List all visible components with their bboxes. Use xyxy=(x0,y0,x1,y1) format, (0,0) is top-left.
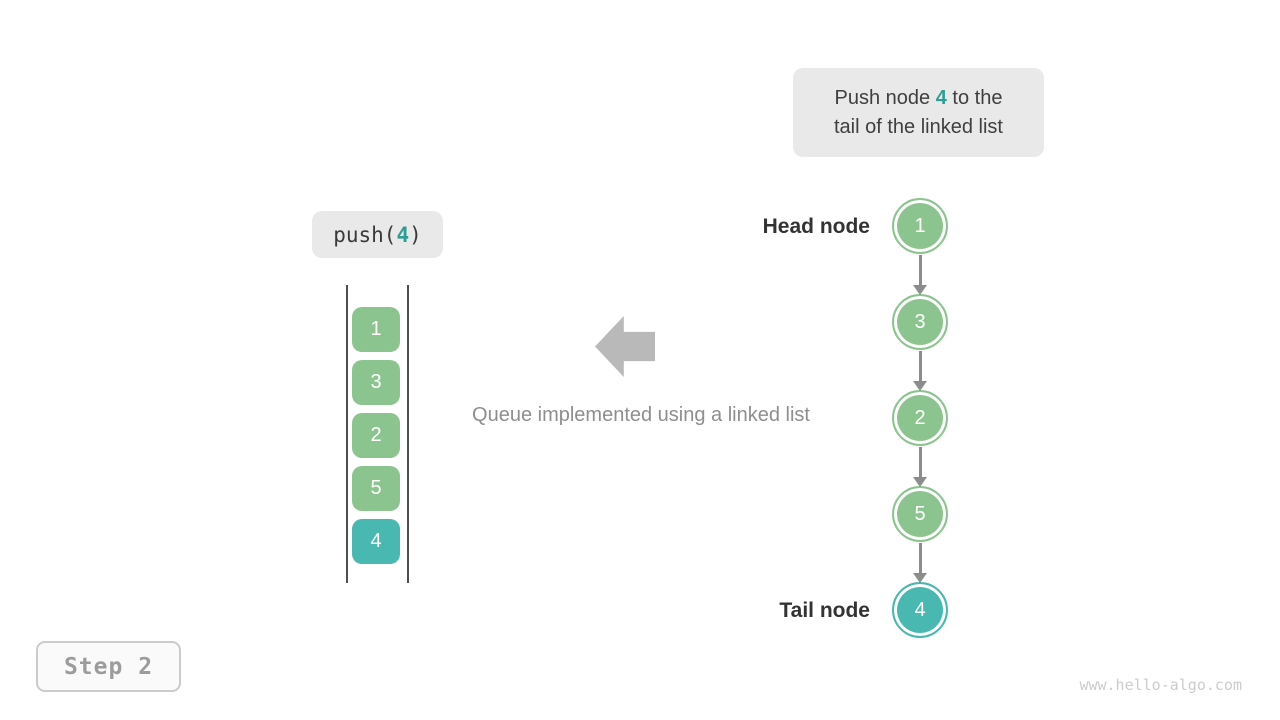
diagram-caption: Queue implemented using a linked list xyxy=(472,404,810,426)
linked-list-node: 1 xyxy=(892,198,948,254)
linked-list-node: 5 xyxy=(892,486,948,542)
linked-list-node: 2 xyxy=(892,390,948,446)
queue-wall-left xyxy=(346,285,348,583)
queue-wall-right xyxy=(407,285,409,583)
down-arrow-icon xyxy=(913,543,927,583)
head-node-label: Head node xyxy=(762,215,870,238)
site-watermark: www.hello-algo.com xyxy=(1079,676,1242,694)
linked-list-node: 4 xyxy=(892,582,948,638)
step-badge: Step 2 xyxy=(36,641,181,692)
stack-item: 5 xyxy=(352,466,400,511)
down-arrow-icon xyxy=(913,351,927,391)
push-annotation-line1: Push node 4 to the xyxy=(835,84,1003,113)
push-call-box: push(4) xyxy=(312,211,443,258)
push-call-suffix: ) xyxy=(409,222,422,247)
down-arrow-icon xyxy=(913,255,927,295)
push-annotation: Push node 4 to the tail of the linked li… xyxy=(793,68,1044,157)
tail-node-label: Tail node xyxy=(779,599,870,622)
stack-item: 1 xyxy=(352,307,400,352)
linked-list-node: 3 xyxy=(892,294,948,350)
stack-item: 3 xyxy=(352,360,400,405)
note-highlight-value: 4 xyxy=(935,86,947,109)
stack-item: 4 xyxy=(352,519,400,564)
left-block-arrow-icon xyxy=(595,316,655,377)
note-text: Push node xyxy=(834,86,936,109)
push-call-prefix: push( xyxy=(333,222,397,247)
push-annotation-line2: tail of the linked list xyxy=(834,115,1003,138)
push-call-arg: 4 xyxy=(396,222,410,247)
note-text: to the xyxy=(946,86,1003,109)
stack-item: 2 xyxy=(352,413,400,458)
down-arrow-icon xyxy=(913,447,927,487)
